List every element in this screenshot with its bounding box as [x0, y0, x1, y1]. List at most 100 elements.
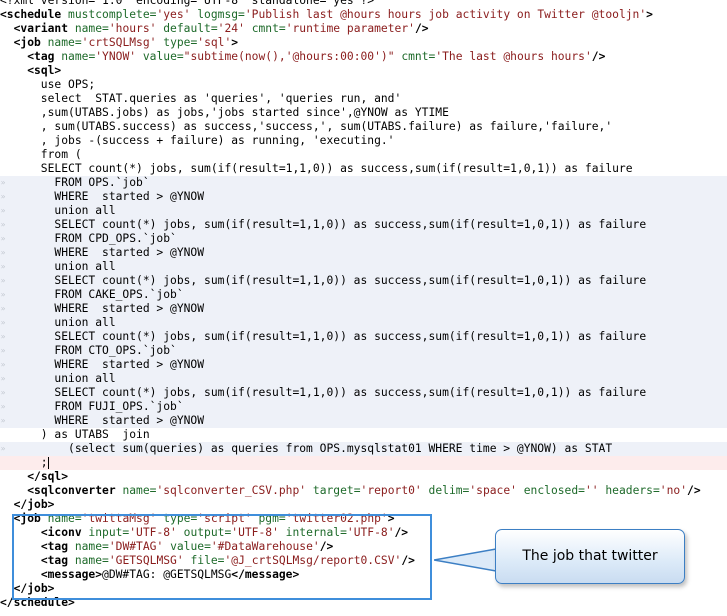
code-token: name=: [115, 484, 157, 497]
code-token: from (: [0, 148, 82, 161]
code-line[interactable]: <tag name='YNOW' value="subtime(now(),'@…: [0, 50, 727, 64]
gutter-marker-icon: »: [0, 192, 6, 201]
code-token: cmnt=: [394, 50, 436, 63]
code-token: <tag: [40, 540, 69, 553]
code-line[interactable]: use OPS;: [0, 78, 727, 92]
code-token: <job: [13, 36, 41, 49]
code-token: <sql>: [27, 64, 62, 77]
code-line[interactable]: » FROM CAKE_OPS.`job`: [0, 288, 727, 302]
code-token: 'UTF-8': [129, 526, 177, 539]
code-text: use OPS;: [0, 78, 95, 92]
code-token: </message>: [231, 568, 300, 581]
gutter-marker-icon: »: [0, 402, 6, 411]
code-token: [0, 36, 14, 49]
code-line[interactable]: SELECT count(*) jobs, sum(if(result=1,1,…: [0, 162, 727, 176]
code-token: 'UTF-8': [346, 526, 395, 539]
code-line[interactable]: ;: [0, 456, 727, 470]
code-text: ) as UTABS join: [0, 428, 150, 442]
code-line[interactable]: </job>: [0, 582, 727, 596]
code-token: />: [394, 526, 409, 539]
code-token: SELECT count(*) jobs, sum(if(result=1,1,…: [0, 162, 633, 175]
code-text: </job>: [0, 498, 55, 512]
code-text: </sql>: [0, 470, 68, 484]
code-line[interactable]: <sql>: [0, 64, 727, 78]
gutter-marker-icon: »: [0, 248, 6, 257]
code-line[interactable]: » SELECT count(*) jobs, sum(if(result=1,…: [0, 330, 727, 344]
code-line[interactable]: » union all: [0, 316, 727, 330]
code-text: SELECT count(*) jobs, sum(if(result=1,1,…: [0, 274, 646, 288]
code-text: SELECT count(*) jobs, sum(if(result=1,1,…: [0, 330, 646, 344]
code-token: >: [387, 512, 395, 525]
code-line[interactable]: ) as UTABS join: [0, 428, 727, 442]
code-line[interactable]: , jobs -(success + failure) as running, …: [0, 134, 727, 148]
code-line[interactable]: <variant name='hours' default='24' cmnt=…: [0, 22, 727, 36]
code-token: value=: [136, 50, 184, 63]
code-token: [0, 484, 27, 497]
code-token: >: [646, 8, 653, 21]
code-line[interactable]: select STAT.queries as 'queries', 'queri…: [0, 92, 727, 106]
code-line[interactable]: » FROM OPS.`job`: [0, 176, 727, 190]
code-line[interactable]: <?xml version='1.0' encoding='UTF-8' sta…: [0, 0, 727, 8]
code-line[interactable]: » WHERE started > @YNOW: [0, 414, 727, 428]
code-token: 'GETSQLMSG': [108, 554, 184, 567]
code-token: value=: [163, 540, 211, 553]
code-token: />: [591, 50, 606, 63]
code-token: union all: [0, 372, 116, 385]
code-token: 'The last @hours hours': [435, 50, 592, 63]
code-token: [0, 22, 14, 35]
code-line[interactable]: » union all: [0, 372, 727, 386]
code-token: [0, 64, 27, 77]
code-token: 'runtime parameter': [285, 22, 415, 35]
code-line[interactable]: </job>: [0, 498, 727, 512]
code-line[interactable]: <message>@DW#TAG: @GETSQLMSG</message>: [0, 568, 727, 582]
code-line[interactable]: » union all: [0, 204, 727, 218]
code-token: </job>: [13, 582, 55, 595]
code-token: 'crtSQLMsg': [81, 36, 157, 49]
code-token: SELECT count(*) jobs, sum(if(result=1,1,…: [0, 386, 647, 399]
code-text: <job name='crtSQLMsg' type='sql'>: [0, 36, 239, 50]
gutter-marker-icon: »: [0, 360, 6, 369]
code-line[interactable]: » FROM CTO_OPS.`job`: [0, 344, 727, 358]
code-line[interactable]: » FROM FUJI_OPS.`job`: [0, 400, 727, 414]
code-line[interactable]: <job name='crtSQLMsg' type='sql'>: [0, 36, 727, 50]
code-line[interactable]: <schedule mustcomplete='yes' logmsg='Pub…: [0, 8, 727, 22]
code-line[interactable]: » (select sum(queries) as queries from O…: [0, 442, 727, 456]
code-text: FROM FUJI_OPS.`job`: [0, 400, 183, 414]
code-line[interactable]: » FROM CPD_OPS.`job`: [0, 232, 727, 246]
code-token: '': [584, 484, 599, 497]
code-text: <tag name='GETSQLMSG' file='@J_crtSQLMsg…: [0, 554, 415, 568]
code-token: WHERE started > @YNOW: [0, 246, 205, 259]
code-line[interactable]: <iconv input='UTF-8' output='UTF-8' inte…: [0, 526, 727, 540]
code-line[interactable]: » WHERE started > @YNOW: [0, 358, 727, 372]
code-text: WHERE started > @YNOW: [0, 246, 204, 260]
code-token: SELECT count(*) jobs, sum(if(result=1,1,…: [0, 218, 647, 231]
code-token: name=: [68, 554, 109, 567]
code-token: file=: [183, 554, 225, 567]
code-text: ,sum(UTABS.jobs) as jobs,'jobs started s…: [0, 106, 449, 120]
code-line[interactable]: » union all: [0, 260, 727, 274]
code-line[interactable]: » WHERE started > @YNOW: [0, 302, 727, 316]
code-line[interactable]: , sum(UTABS.success) as success,'success…: [0, 120, 727, 134]
code-line[interactable]: » SELECT count(*) jobs, sum(if(result=1,…: [0, 386, 727, 400]
code-token: "subtime(now(),'@hours:00:00')": [183, 50, 395, 63]
gutter-marker-icon: »: [0, 374, 6, 383]
code-token: ) as UTABS join: [0, 428, 150, 441]
code-line[interactable]: <sqlconverter name='sqlconverter_CSV.php…: [0, 484, 727, 498]
text-caret: [47, 457, 49, 469]
code-text: union all: [0, 372, 116, 386]
code-line[interactable]: ,sum(UTABS.jobs) as jobs,'jobs started s…: [0, 106, 727, 120]
code-token: 'space': [469, 484, 517, 497]
code-line[interactable]: from (: [0, 148, 727, 162]
code-token: type=: [156, 36, 198, 49]
code-text: SELECT count(*) jobs, sum(if(result=1,1,…: [0, 386, 646, 400]
code-token: 'report0': [360, 484, 422, 497]
code-line[interactable]: </sql>: [0, 470, 727, 484]
code-line[interactable]: » WHERE started > @YNOW: [0, 190, 727, 204]
code-line[interactable]: » SELECT count(*) jobs, sum(if(result=1,…: [0, 218, 727, 232]
code-token: [0, 498, 14, 511]
code-line[interactable]: » SELECT count(*) jobs, sum(if(result=1,…: [0, 274, 727, 288]
code-line[interactable]: » WHERE started > @YNOW: [0, 246, 727, 260]
code-line[interactable]: <tag name='GETSQLMSG' file='@J_crtSQLMsg…: [0, 554, 727, 568]
code-line[interactable]: <tag name='DW#TAG' value='#DataWarehouse…: [0, 540, 727, 554]
